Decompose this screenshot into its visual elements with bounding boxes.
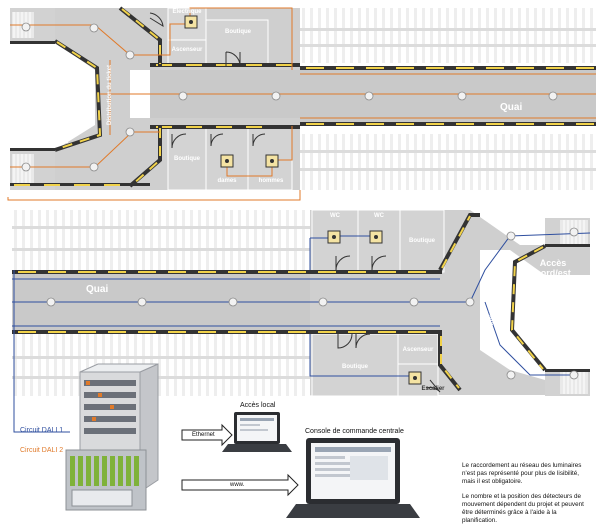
label-ethernet: Ethernet: [192, 432, 215, 438]
label-dames: dames: [217, 178, 237, 184]
room-ascenseur: [167, 39, 207, 67]
bottom-station: [12, 209, 591, 433]
label-wc-2: WC: [374, 213, 384, 219]
label-www: www.: [230, 482, 245, 488]
ethernet-arrow: [181, 423, 233, 447]
label-ascenseur-top: Ascenseur: [171, 47, 203, 53]
laptop-console-centrale: [286, 438, 420, 518]
label-acces-sud-est: Accès sud/est: [537, 338, 569, 358]
note-raccordement: Le raccordement au réseau des luminaires…: [462, 462, 582, 485]
label-boutique-top: Boutique: [225, 29, 251, 35]
track-top-lower: [290, 134, 596, 190]
label-console: Console de commande centrale: [305, 428, 404, 435]
track-bottom-lower: [12, 334, 312, 396]
track-top-upper: [290, 8, 596, 63]
legend-circuit-2: Circuit DALI 2: [20, 447, 64, 454]
label-acces-local: Accès local: [240, 402, 276, 409]
network: [181, 412, 420, 518]
label-quai-bottom: Quai: [86, 284, 109, 295]
room-boutique-top-b: [399, 209, 445, 273]
label-boutique-top-b: Boutique: [409, 238, 435, 244]
control-cabinet: [65, 363, 159, 511]
label-quai-top: Quai: [500, 102, 523, 113]
top-station: [7, 6, 596, 201]
label-escalier-b: Escalier: [421, 386, 445, 392]
label-boutique-bottom-b: Boutique: [342, 364, 368, 370]
room-boutique-top: [205, 19, 269, 67]
legend-circuit-1: Circuit DALI 1: [20, 427, 64, 434]
label-distribution-top: Distribution du ticket: [107, 65, 113, 125]
label-acces-nord-est: Accès nord/est: [535, 258, 571, 278]
label-ascenseur-b: Ascenseur: [402, 347, 434, 353]
track-bottom-upper: [12, 210, 312, 270]
label-acces-nord-ouest: Accès nord/ouest: [23, 45, 71, 65]
label-distribution-bottom: Distribution du ticket: [489, 275, 495, 335]
note-detecteurs: Le nombre et la position des détecteurs …: [462, 493, 584, 524]
www-arrow: [181, 473, 299, 497]
label-boutique-bottom-top: Boutique: [174, 156, 200, 162]
label-wc-1: WC: [330, 213, 340, 219]
laptop-acces-local: [222, 412, 292, 452]
label-hommes: hommes: [258, 178, 284, 184]
label-electrique: Electrique: [172, 9, 202, 15]
room-ascenseur-b: [397, 333, 439, 365]
label-acces-sud-ouest: Accès sud/ouest: [25, 125, 69, 145]
